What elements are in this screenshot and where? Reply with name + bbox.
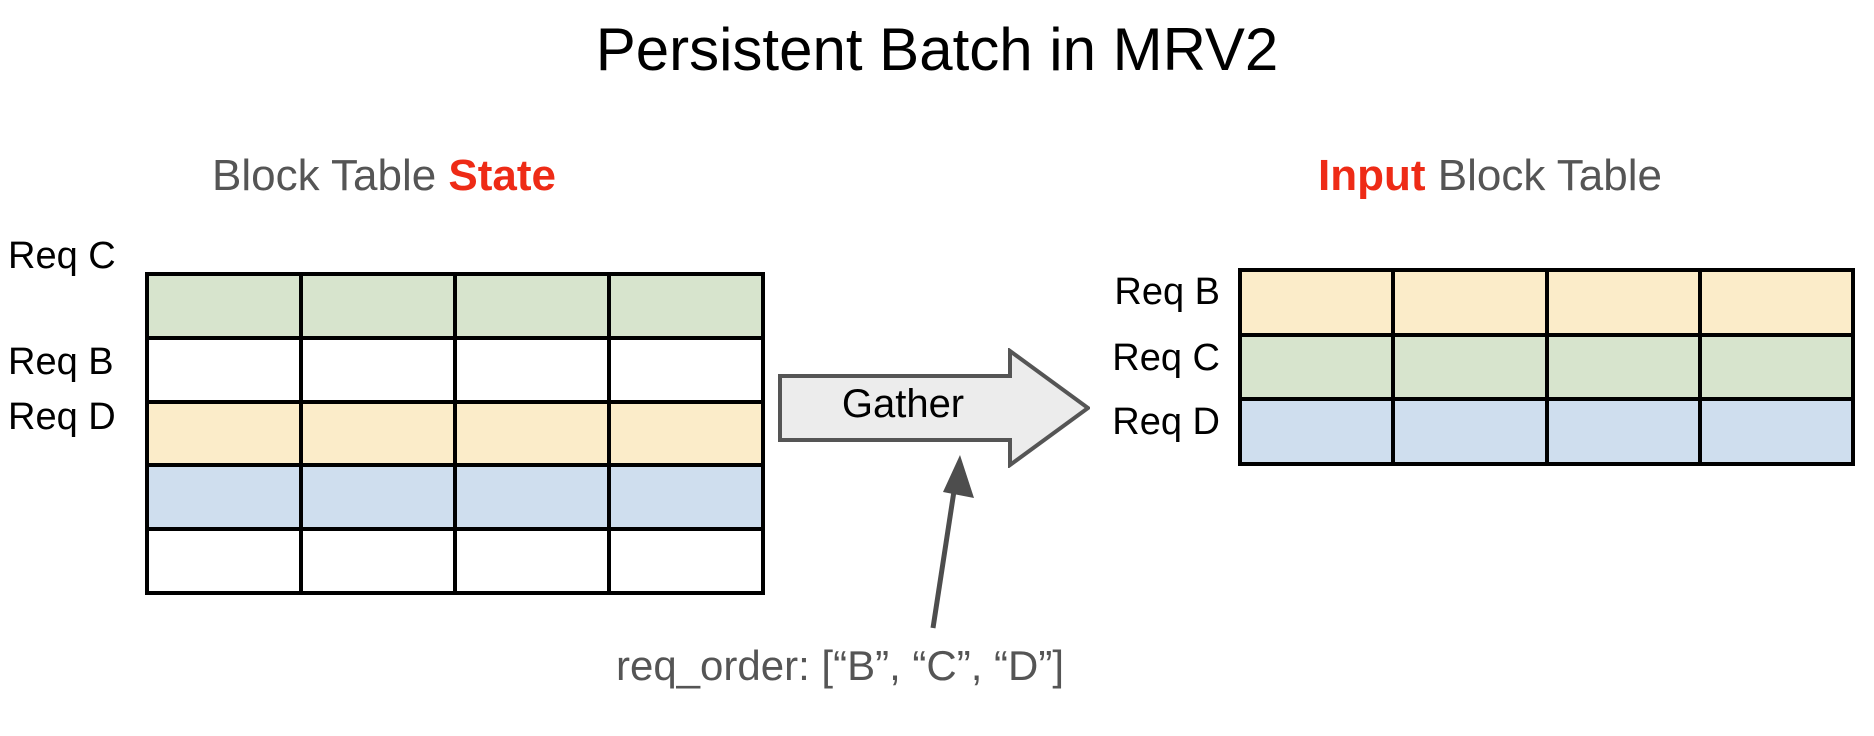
grid-cell xyxy=(1395,336,1545,398)
left-row-label-2: Req B xyxy=(8,341,114,383)
left-panel-heading-prefix: Block Table xyxy=(211,151,449,200)
left-panel-heading-accent: State xyxy=(448,151,557,200)
grid-cell xyxy=(303,276,453,336)
grid-cell xyxy=(1242,272,1392,333)
grid-cell xyxy=(303,403,453,464)
grid-cell xyxy=(1395,401,1545,462)
grid-cell xyxy=(1395,272,1545,333)
grid-cell xyxy=(149,531,299,591)
grid-cell xyxy=(1242,401,1392,462)
req-order-pointer-arrow-icon xyxy=(930,455,974,629)
left-row-label-3: Req D xyxy=(8,396,116,438)
grid-cell xyxy=(149,276,299,336)
grid-cell xyxy=(1701,401,1851,462)
grid-cell xyxy=(1548,272,1698,333)
left-panel-heading: Block Table State xyxy=(0,150,768,202)
grid-cell xyxy=(303,339,453,400)
input-block-table-grid xyxy=(1238,268,1855,466)
grid-cell xyxy=(457,403,607,464)
grid-cell xyxy=(457,467,607,528)
grid-cell xyxy=(1242,336,1392,398)
right-panel-heading-suffix: Block Table xyxy=(1425,151,1662,200)
right-row-label-1: Req C xyxy=(1112,337,1220,379)
grid-cell xyxy=(1548,336,1698,398)
req-order-caption: req_order: [“B”, “C”, “D”] xyxy=(615,642,1065,689)
grid-cell xyxy=(611,403,761,464)
grid-cell xyxy=(1701,336,1851,398)
right-panel-heading: Input Block Table xyxy=(1106,150,1874,202)
page-title: Persistent Batch in MRV2 xyxy=(595,16,1279,83)
grid-cell xyxy=(303,467,453,528)
gather-arrow-icon xyxy=(778,348,1090,468)
grid-cell xyxy=(457,276,607,336)
block-table-state-grid xyxy=(145,272,765,595)
gather-label: Gather xyxy=(841,382,965,426)
grid-cell xyxy=(611,531,761,591)
grid-cell xyxy=(1548,401,1698,462)
left-row-label-0: Req C xyxy=(8,235,116,277)
grid-cell xyxy=(457,339,607,400)
grid-cell xyxy=(611,276,761,336)
right-row-label-0: Req B xyxy=(1114,271,1220,313)
grid-cell xyxy=(457,531,607,591)
grid-cell xyxy=(149,467,299,528)
grid-cell xyxy=(303,531,453,591)
grid-cell xyxy=(1701,272,1851,333)
grid-cell xyxy=(149,339,299,400)
right-panel-heading-accent: Input xyxy=(1318,151,1426,200)
grid-cell xyxy=(611,467,761,528)
grid-cell xyxy=(149,403,299,464)
right-row-label-2: Req D xyxy=(1112,401,1220,443)
grid-cell xyxy=(611,339,761,400)
